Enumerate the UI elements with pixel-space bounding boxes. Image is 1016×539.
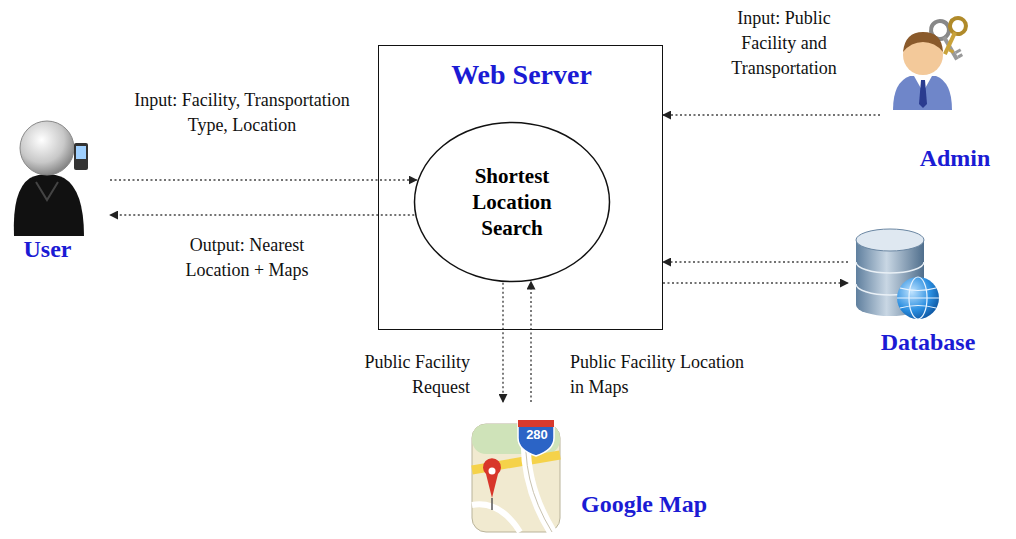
actor-label: Database bbox=[850, 328, 1006, 357]
user-icon bbox=[14, 121, 88, 236]
actor-label: Admin bbox=[900, 144, 1010, 173]
actor-label: User bbox=[5, 235, 90, 264]
database-icon bbox=[856, 229, 939, 319]
user-actor: User bbox=[5, 118, 110, 263]
process-ellipse: Shortest Location Search bbox=[413, 121, 611, 283]
flow-label: Input: Facility, Transportation Type, Lo… bbox=[130, 88, 354, 138]
dotted-flow-arrow bbox=[110, 179, 417, 180]
flow-label: Public Facility Location in Maps bbox=[568, 350, 762, 400]
admin-icon bbox=[893, 15, 969, 110]
dotted-flow-arrow bbox=[663, 282, 848, 283]
dotted-flow-arrow bbox=[663, 114, 880, 115]
dotted-flow-arrow bbox=[110, 214, 414, 215]
server-title: Web Server bbox=[379, 58, 664, 92]
google-map-service: Google Map bbox=[468, 402, 753, 536]
dotted-flow-arrow bbox=[502, 283, 503, 402]
database-store: Database bbox=[848, 222, 1008, 352]
route-shield-number: 280 bbox=[520, 427, 554, 443]
server-box: Shortest Location Search Web Server bbox=[378, 45, 663, 330]
flow-label: Public Facility Request bbox=[316, 350, 472, 400]
dotted-flow-arrow bbox=[663, 261, 848, 262]
admin-actor: Admin bbox=[880, 8, 1010, 173]
dotted-flow-arrow bbox=[530, 281, 531, 402]
flow-label: Output: Nearest Location + Maps bbox=[165, 233, 329, 283]
process-label: Shortest Location Search bbox=[447, 163, 577, 241]
actor-label: Google Map bbox=[581, 490, 751, 519]
map-icon bbox=[472, 420, 560, 532]
flow-label: Input: Public Facility and Transportatio… bbox=[712, 6, 856, 81]
